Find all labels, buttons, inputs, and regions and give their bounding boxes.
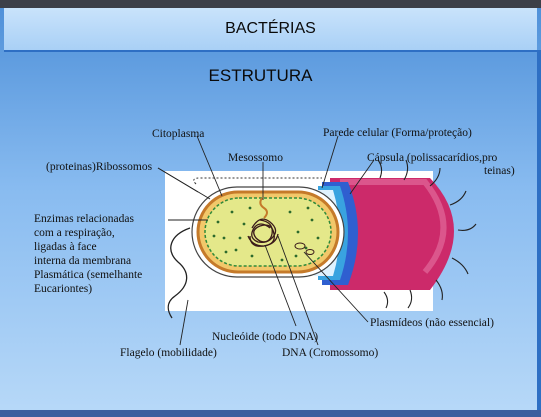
label-mesossomo: Mesossomo xyxy=(228,151,283,165)
label-dna: DNA (Cromossomo) xyxy=(282,346,378,360)
window-bottom-edge xyxy=(0,410,541,417)
label-citoplasma: Citoplasma xyxy=(152,127,204,141)
label-enzimas-5: Plasmática (semelhante xyxy=(34,268,142,282)
label-capsula-line2: teinas) xyxy=(484,164,515,178)
label-enzimas-6: Eucariontes) xyxy=(34,282,92,296)
label-enzimas-2: com a respiração, xyxy=(34,226,115,240)
label-flagelo: Flagelo (mobilidade) xyxy=(120,346,217,360)
label-enzimas-1: Enzimas relacionadas xyxy=(34,212,134,226)
window-right-edge xyxy=(537,50,541,417)
label-capsula-line1: Cápsula (polissacarídios,pro xyxy=(367,151,497,165)
label-parede-celular: Parede celular (Forma/proteção) xyxy=(323,126,472,140)
label-ribossomos: (proteinas)Ribossomos xyxy=(46,160,152,174)
cytoplasm xyxy=(205,198,331,266)
label-plasmideos: Plasmídeos (não essencial) xyxy=(370,316,494,330)
label-nucleoide: Nucleóide (todo DNA) xyxy=(212,330,318,344)
label-enzimas-4: interna da membrana xyxy=(34,254,131,268)
label-enzimas-3: ligadas à face xyxy=(34,240,97,254)
